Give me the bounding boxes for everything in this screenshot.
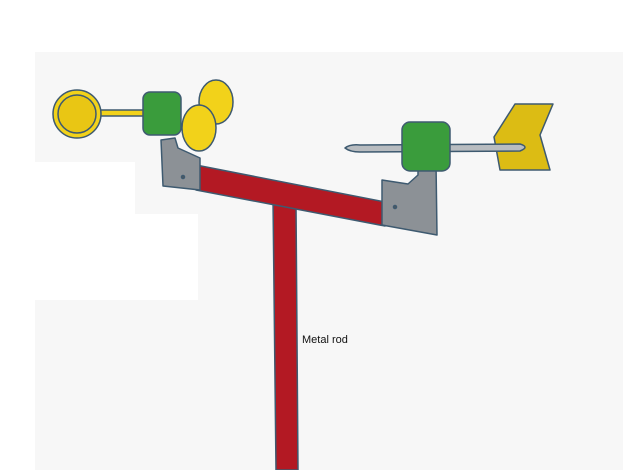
screw-hole [392,204,398,210]
left-bracket [160,137,201,191]
anemometer-cup [181,104,217,152]
metal-rod-label: Metal rod [302,334,348,346]
vane-hub [401,121,451,172]
metal-rod [272,199,299,470]
white-patch [35,214,198,300]
anemometer-arm [97,109,147,117]
screw-hole [180,174,186,180]
white-patch [35,162,135,214]
anemometer-hub [142,91,182,136]
vane-fin [493,103,554,171]
cup-rim [57,94,97,134]
